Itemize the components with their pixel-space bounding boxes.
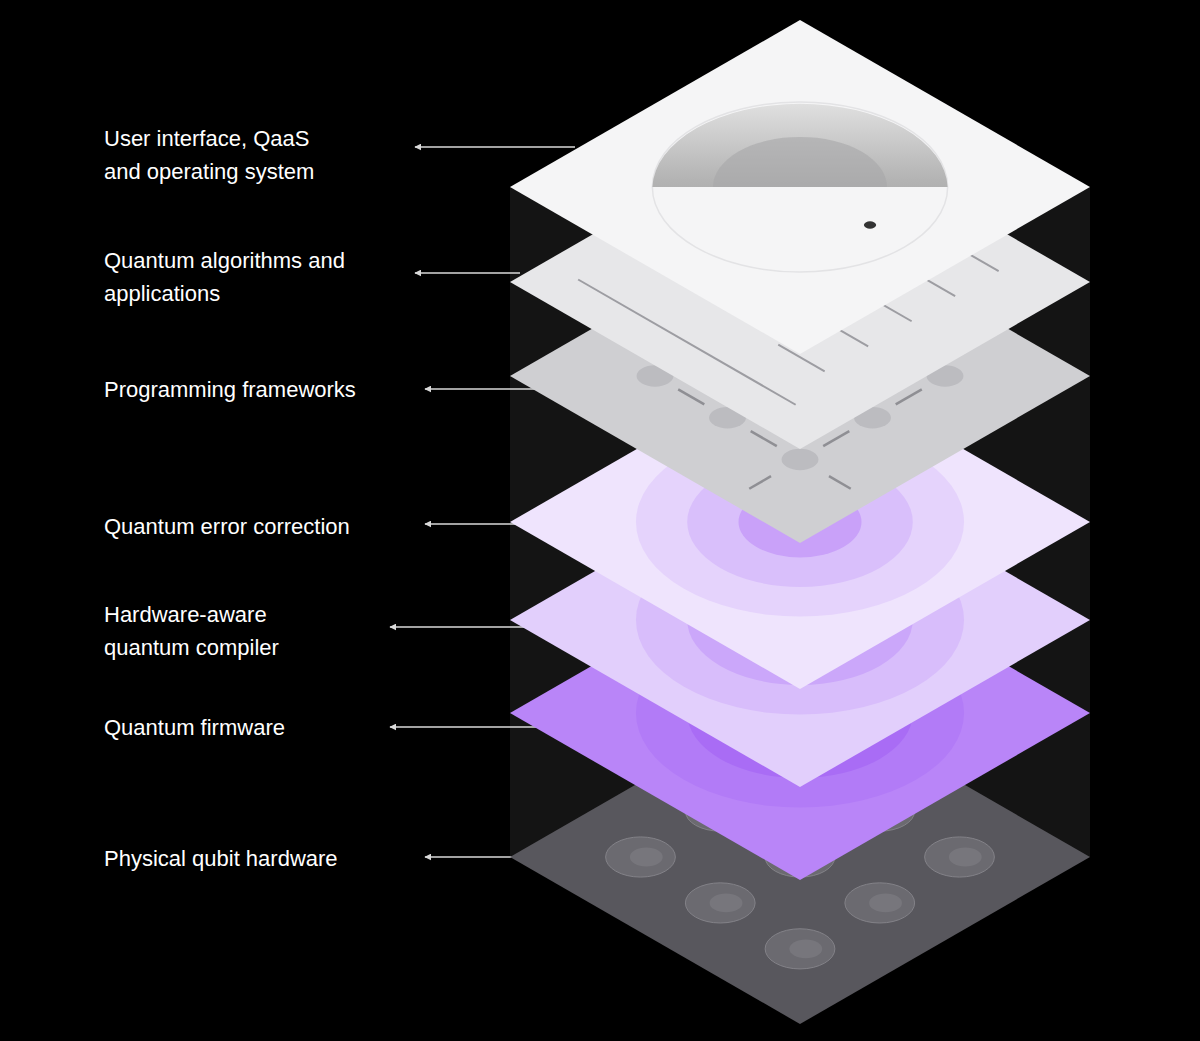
layer-label: Hardware-aware quantum compiler	[104, 598, 309, 664]
layer-label: User interface, QaaS and operating syste…	[104, 122, 344, 188]
layer-label: Physical qubit hardware	[104, 842, 338, 875]
layer-label: Quantum algorithms and applications	[104, 244, 399, 310]
leader-arrow	[415, 272, 520, 274]
layer-label: Quantum firmware	[104, 711, 285, 744]
layer-label: Programming frameworks	[104, 373, 356, 406]
leader-arrow	[415, 146, 575, 148]
layer-label: Quantum error correction	[104, 510, 350, 543]
interface-layer	[510, 20, 1090, 354]
